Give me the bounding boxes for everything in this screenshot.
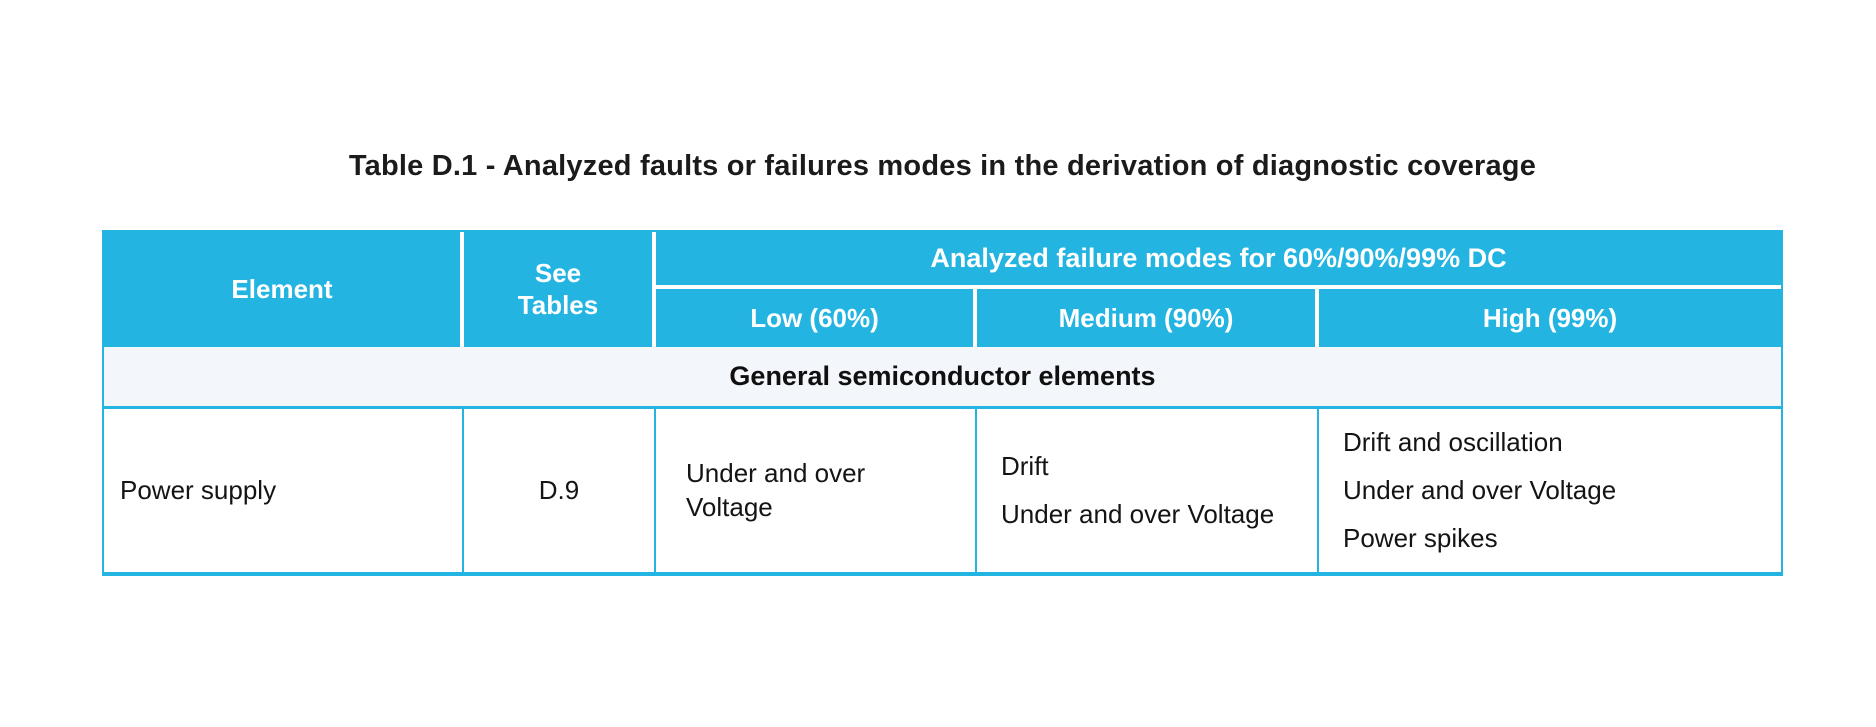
header-cell-element: Element xyxy=(104,232,464,347)
header-cell-see-tables: See Tables xyxy=(464,232,656,347)
cell-see-tables: D.9 xyxy=(464,409,656,572)
failure-modes-table: Element See Tables Analyzed failure mode… xyxy=(102,230,1783,576)
header-cell-analyzed-failure-modes: Analyzed failure modes for 60%/90%/99% D… xyxy=(656,232,1781,289)
header-cell-medium: Medium (90%) xyxy=(977,289,1319,347)
failure-mode-line: Under and over Voltage xyxy=(686,458,866,522)
cell-low-failure-modes: Under and over Voltage xyxy=(656,409,977,572)
header-cell-see-tables-label: See Tables xyxy=(517,258,599,320)
header-cell-low: Low (60%) xyxy=(656,289,977,347)
cell-element: Power supply xyxy=(104,409,464,572)
failure-mode-line: Power spikes xyxy=(1343,523,1498,554)
cell-see-tables-label: D.9 xyxy=(538,474,580,505)
failure-mode-line: Under and over Voltage xyxy=(1001,499,1275,529)
section-row-general-semiconductor: General semiconductor elements xyxy=(104,347,1781,409)
cell-element-label: Power supply xyxy=(120,474,277,505)
failure-mode-line: Under and over Voltage xyxy=(1343,474,1617,505)
page-title: Table D.1 - Analyzed faults or failures … xyxy=(348,150,1537,182)
failure-mode-line: Drift and oscillation xyxy=(1343,426,1563,457)
header-cell-high: High (99%) xyxy=(1319,289,1781,347)
failure-mode-line: Drift xyxy=(1001,450,1049,481)
